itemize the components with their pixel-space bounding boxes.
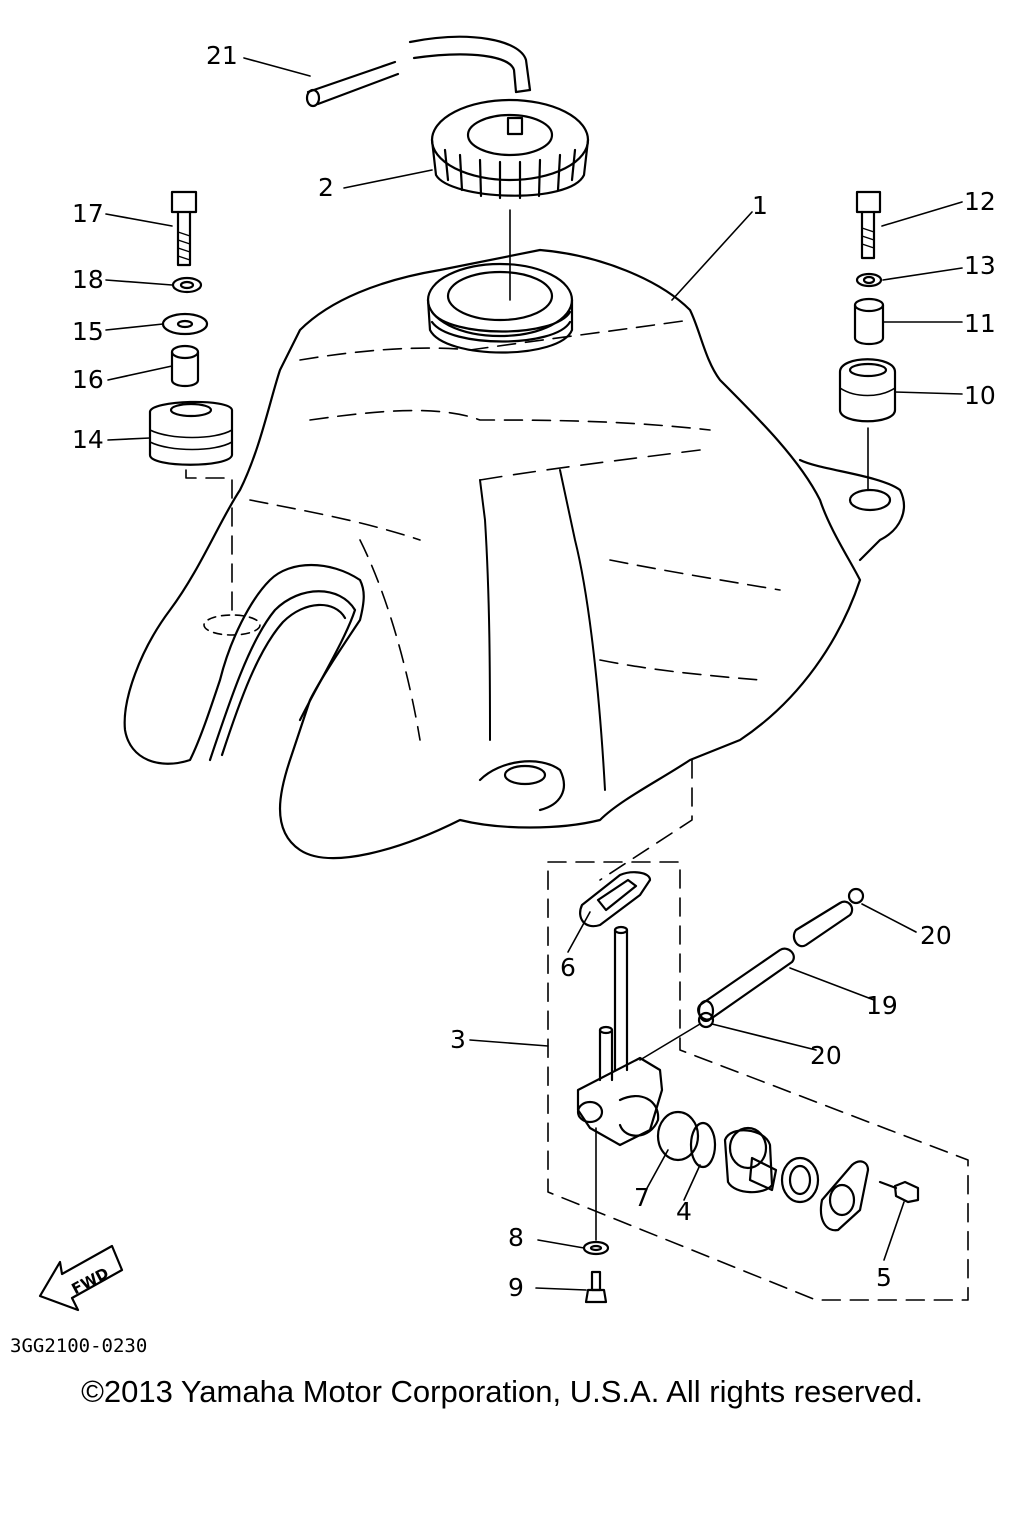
callout-13: 13	[964, 251, 996, 280]
callout-2: 2	[318, 173, 334, 202]
callout-21: 21	[206, 41, 238, 70]
callout-7: 7	[634, 1183, 650, 1212]
left-leader-dashed	[185, 469, 233, 621]
vent-hose	[305, 35, 532, 108]
callout-16: 16	[72, 365, 104, 394]
fwd-arrow-icon: FWD	[38, 1244, 124, 1312]
callout-18: 18	[72, 265, 104, 294]
callout-15: 15	[72, 317, 104, 346]
leader-lines	[105, 57, 963, 1291]
copyright-footer: ©2013 Yamaha Motor Corporation, U.S.A. A…	[81, 1374, 923, 1409]
callout-10: 10	[964, 381, 996, 410]
left-bolt-stack	[148, 190, 234, 466]
callout-14: 14	[72, 425, 104, 454]
callout-12: 12	[964, 187, 996, 216]
filler-neck	[426, 262, 574, 354]
fwd-label: FWD	[69, 1264, 112, 1298]
drawing-code: 3GG2100-0230	[10, 1335, 147, 1357]
callout-20-lower: 20	[810, 1041, 842, 1070]
right-bolt-stack	[838, 190, 897, 423]
callout-9: 9	[508, 1273, 524, 1302]
callout-20-upper: 20	[920, 921, 952, 950]
fuel-cap	[430, 98, 590, 200]
callout-labels: 21 2 1 17 18 15 16 14 12 13 11 10 6 3 20…	[72, 41, 996, 1302]
callout-6: 6	[560, 953, 576, 982]
callout-8: 8	[508, 1223, 524, 1252]
callout-4: 4	[676, 1197, 692, 1226]
callout-5: 5	[876, 1263, 892, 1292]
diagram-canvas: 21 2 1 17 18 15 16 14 12 13 11 10 6 3 20…	[10, 35, 996, 1357]
callout-11: 11	[964, 309, 996, 338]
callout-17: 17	[72, 199, 104, 228]
callout-3: 3	[450, 1025, 466, 1054]
callout-1: 1	[752, 191, 768, 220]
callout-19: 19	[866, 991, 898, 1020]
fuel-tank	[123, 248, 905, 860]
fuel-cock-assembly	[547, 759, 969, 1304]
